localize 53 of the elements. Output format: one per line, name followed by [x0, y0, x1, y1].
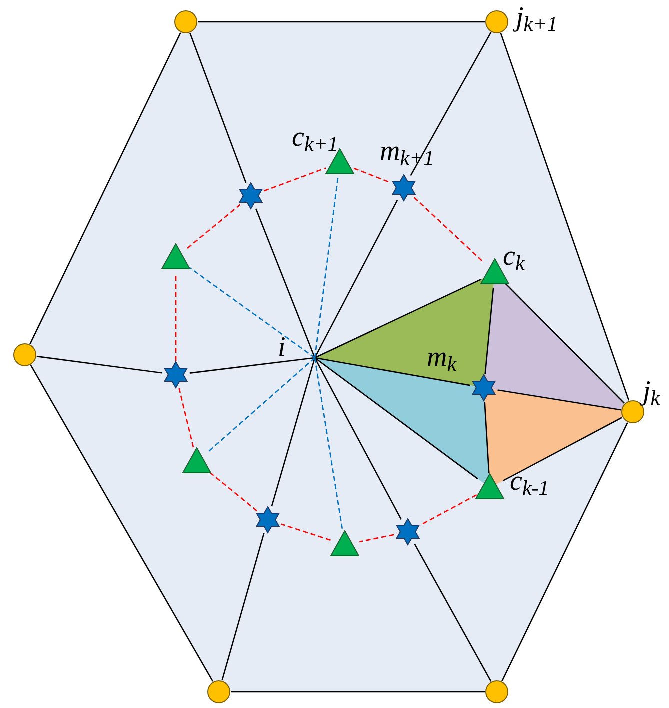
- point-label: c$_{k+1}$: [292, 124, 338, 152]
- circle-marker: [174, 10, 198, 34]
- line: [414, 544, 492, 682]
- dashed-line: [187, 204, 241, 249]
- line: [505, 283, 625, 404]
- dashed-line: [281, 524, 331, 541]
- point-label: c$_{k-1}$: [510, 468, 550, 496]
- line: [190, 357, 316, 374]
- line: [256, 208, 316, 358]
- line: [198, 21, 485, 23]
- line: [190, 33, 247, 184]
- line: [231, 691, 485, 693]
- line: [410, 32, 492, 176]
- line: [314, 357, 470, 386]
- star-marker: [254, 506, 282, 534]
- line: [484, 288, 494, 374]
- line: [484, 402, 490, 474]
- dashed-line: [264, 168, 326, 192]
- dashed-line: [178, 388, 194, 448]
- star-marker: [162, 361, 190, 389]
- dashed-line: [360, 534, 394, 543]
- dashed-line: [188, 266, 316, 359]
- line: [271, 358, 316, 507]
- dashed-line: [354, 168, 392, 184]
- dashed-line: [208, 470, 258, 512]
- dashed-line: [314, 178, 339, 358]
- line: [30, 365, 214, 682]
- line: [314, 358, 402, 520]
- line: [498, 390, 622, 411]
- dashed-line: [175, 273, 177, 361]
- line: [502, 422, 628, 682]
- circle-marker: [207, 680, 231, 704]
- line: [30, 32, 182, 344]
- circle-marker: [13, 343, 37, 367]
- point-label: m$_{k}$: [427, 344, 457, 372]
- circle-marker: [485, 10, 509, 34]
- line: [314, 278, 482, 359]
- star-marker: [470, 374, 498, 402]
- point-label: i: [278, 334, 286, 362]
- dashed-line: [314, 358, 344, 530]
- star-marker: [237, 182, 265, 210]
- point-label: c$_{k}$: [503, 243, 525, 271]
- star-marker: [390, 174, 418, 202]
- dashed-line: [208, 358, 316, 453]
- dashed-line: [420, 494, 478, 526]
- line: [502, 417, 623, 482]
- line: [222, 533, 265, 681]
- line: [500, 33, 630, 401]
- star-marker: [394, 518, 422, 546]
- line: [314, 200, 398, 358]
- line: [36, 356, 162, 374]
- circle-marker: [485, 680, 509, 704]
- dashed-line: [414, 197, 484, 264]
